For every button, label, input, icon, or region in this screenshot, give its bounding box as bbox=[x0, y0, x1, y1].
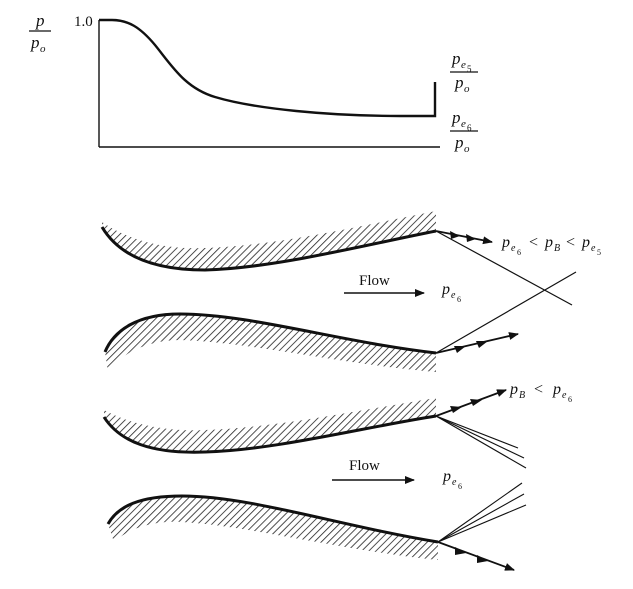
nozzle-top-exit-pressure-symbol: p bbox=[441, 281, 450, 298]
y-axis-label-denominator: p bbox=[30, 33, 40, 52]
nozzle-bottom-upper-jet-boundary bbox=[435, 389, 507, 417]
level-low-denominator-subscript: o bbox=[464, 143, 470, 155]
level-low-numerator: p bbox=[451, 108, 461, 127]
condition-pb-symbol: p bbox=[509, 381, 518, 398]
nozzle-top-lower-wall-hatch bbox=[105, 314, 436, 372]
condition-less-than-1: < bbox=[529, 234, 538, 251]
pressure-plot: p p o 1.0 p e 5 p o p e 6 p o bbox=[29, 11, 478, 155]
nozzle-bottom: p B < p e 6 Flow p e 6 bbox=[102, 381, 572, 571]
nozzle-top-exit-pressure-subsubscript: 6 bbox=[457, 295, 461, 304]
nozzle-top-condition-label: p e 6 < p B < p e 5 bbox=[501, 234, 601, 257]
level-low-numerator-subsubscript: 6 bbox=[467, 123, 472, 133]
nozzle-bottom-lower-wall-hatch bbox=[108, 496, 438, 560]
level-high-numerator-subscript: e bbox=[461, 59, 466, 71]
condition-pe6-symbol: p bbox=[501, 234, 510, 251]
nozzle-top-lower-jet-boundary bbox=[435, 332, 519, 354]
nozzle-bottom-exit-pressure-subsubscript: 6 bbox=[458, 482, 462, 491]
nozzle-bottom-lower-expansion-line-2 bbox=[437, 493, 525, 543]
pressure-curve bbox=[99, 18, 437, 118]
nozzle-bottom-lower-expansion-line-3 bbox=[437, 504, 527, 543]
condition-pe6-subsubscript: 6 bbox=[517, 248, 521, 257]
nozzle-bottom-upper-expansion-line-3 bbox=[435, 415, 527, 469]
nozzle-bottom-exit-pressure-symbol: p bbox=[442, 468, 451, 485]
condition-pb-subscript: B bbox=[554, 243, 560, 254]
nozzle-top-lower-wall bbox=[103, 312, 437, 355]
condition-pe6-subscript: e bbox=[562, 390, 567, 401]
nozzle-bottom-upper-jet-arrow-2 bbox=[470, 399, 482, 406]
condition-less-than: < bbox=[534, 381, 543, 398]
level-high-denominator-subscript: o bbox=[464, 83, 470, 95]
level-low-denominator: p bbox=[454, 133, 464, 152]
nozzle-bottom-upper-wall-hatch bbox=[104, 398, 436, 453]
nozzle-bottom-lower-jet-boundary bbox=[437, 541, 515, 571]
nozzle-top-shock-wave-lower bbox=[435, 271, 577, 354]
condition-pe5-subscript: e bbox=[591, 243, 596, 254]
condition-pb-symbol: p bbox=[544, 234, 553, 251]
nozzle-top-lower-jet-arrow-2 bbox=[476, 341, 488, 348]
level-low-numerator-subscript: e bbox=[461, 118, 466, 130]
nozzle-bottom-upper-expansion-line-1 bbox=[435, 415, 519, 449]
condition-pb-subscript: B bbox=[519, 390, 525, 401]
condition-less-than-2: < bbox=[566, 234, 575, 251]
nozzle-bottom-lower-wall bbox=[106, 494, 439, 544]
level-high-numerator-subsubscript: 5 bbox=[467, 64, 472, 74]
condition-pe5-subsubscript: 5 bbox=[597, 248, 601, 257]
nozzle-top-upper-wall bbox=[100, 226, 437, 272]
nozzle-bottom-upper-jet-arrow-1 bbox=[450, 406, 462, 413]
nozzle-bottom-upper-expansion-line-2 bbox=[435, 415, 525, 459]
nozzle-bottom-exit-pressure-subscript: e bbox=[452, 477, 457, 488]
condition-pe5-symbol: p bbox=[581, 234, 590, 251]
nozzle-bottom-condition-label: p B < p e 6 bbox=[509, 381, 572, 404]
nozzle-bottom-upper-wall bbox=[102, 414, 437, 454]
y-axis-label-denominator-subscript: o bbox=[40, 43, 46, 55]
nozzle-bottom-lower-jet-arrow-2 bbox=[477, 555, 488, 563]
nozzle-top-upper-jet-boundary bbox=[435, 230, 493, 245]
nozzle-top-exit-pressure-subscript: e bbox=[451, 290, 456, 301]
nozzle-top-upper-wall-hatch bbox=[102, 211, 436, 270]
nozzle-top-upper-jet-arrow-1 bbox=[450, 231, 460, 239]
nozzle-top-lower-jet-arrow-1 bbox=[454, 346, 466, 353]
condition-pe6-subsubscript: 6 bbox=[568, 395, 572, 404]
y-axis-label-numerator: p bbox=[35, 11, 45, 30]
nozzle-bottom-lower-jet-arrow-1 bbox=[455, 547, 466, 555]
nozzle-bottom-flow-label: Flow bbox=[349, 458, 380, 474]
level-high-numerator: p bbox=[451, 49, 461, 68]
nozzle-bottom-lower-expansion-line-1 bbox=[437, 482, 523, 543]
level-high-denominator: p bbox=[454, 73, 464, 92]
nozzle-top-flow-label: Flow bbox=[359, 273, 390, 289]
condition-pe6-subscript: e bbox=[511, 243, 516, 254]
y-axis-tick-label: 1.0 bbox=[74, 14, 93, 30]
condition-pe6-symbol: p bbox=[552, 381, 561, 398]
nozzle-top: p e 6 < p B < p e 5 Flow p e 6 bbox=[100, 211, 601, 372]
nozzle-top-upper-jet-arrow-2 bbox=[466, 234, 476, 242]
nozzle-top-shock-wave-upper bbox=[435, 230, 573, 306]
